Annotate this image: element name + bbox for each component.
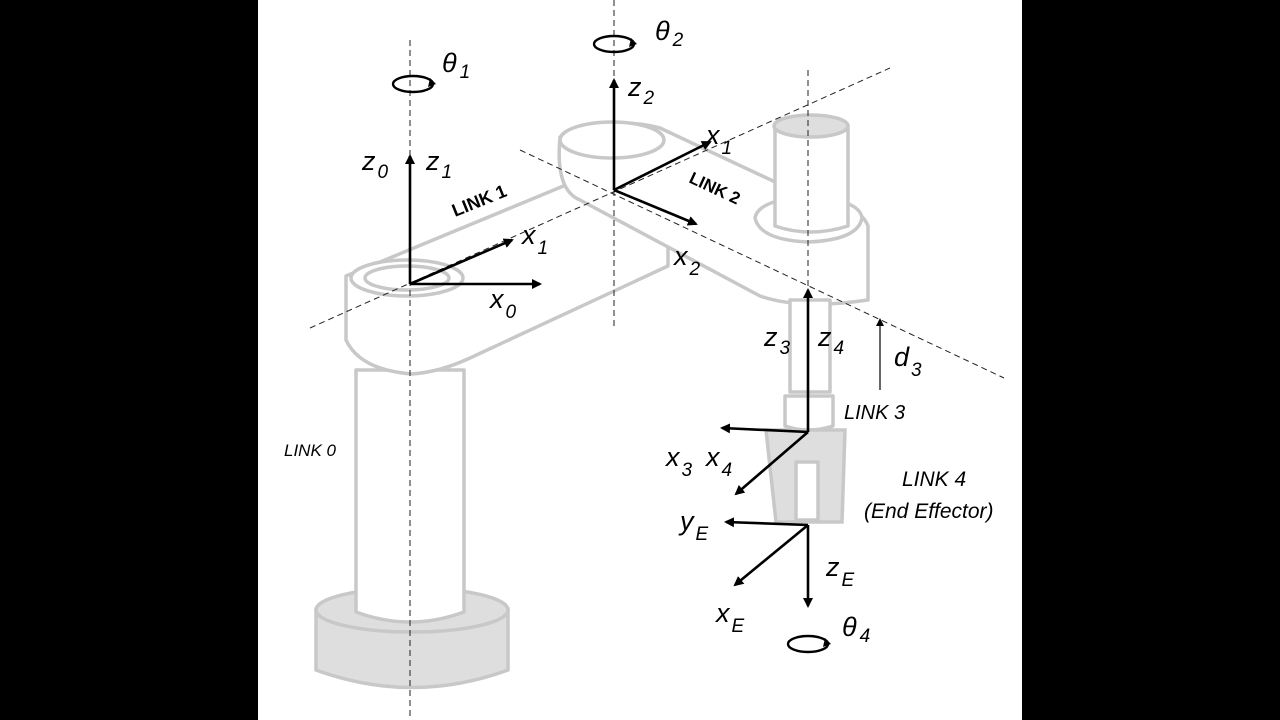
prismatic-column (773, 124, 850, 234)
axis-x1-arrow (409, 238, 514, 286)
axis-xE-arrow (733, 523, 809, 587)
label-link0: LINK 0 (284, 441, 337, 460)
axis-yE-arrow (724, 517, 809, 528)
rotation-theta1-icon (391, 74, 436, 94)
axis-x2-arrow (613, 188, 698, 226)
label-link3: LINK 3 (844, 402, 905, 424)
coordinate-axes (405, 78, 884, 608)
arm-link1 (344, 173, 670, 376)
robot-body (314, 113, 870, 690)
rotation-symbols (391, 34, 831, 654)
rotation-theta4-icon (786, 634, 831, 654)
axis-x3-arrow (720, 423, 809, 434)
joint2-ring (558, 120, 666, 160)
column-top (772, 113, 850, 139)
end-effector-slot (794, 460, 820, 522)
axis-x4-arrow (734, 431, 809, 496)
shaft-link3 (788, 298, 832, 394)
axis-x1-link2-arrow (613, 140, 712, 192)
label-link4: LINK 4 (902, 468, 966, 491)
label-end-effector: (End Effector) (864, 500, 994, 523)
joint1-inner (363, 264, 451, 292)
rotation-theta2-icon (592, 34, 637, 54)
